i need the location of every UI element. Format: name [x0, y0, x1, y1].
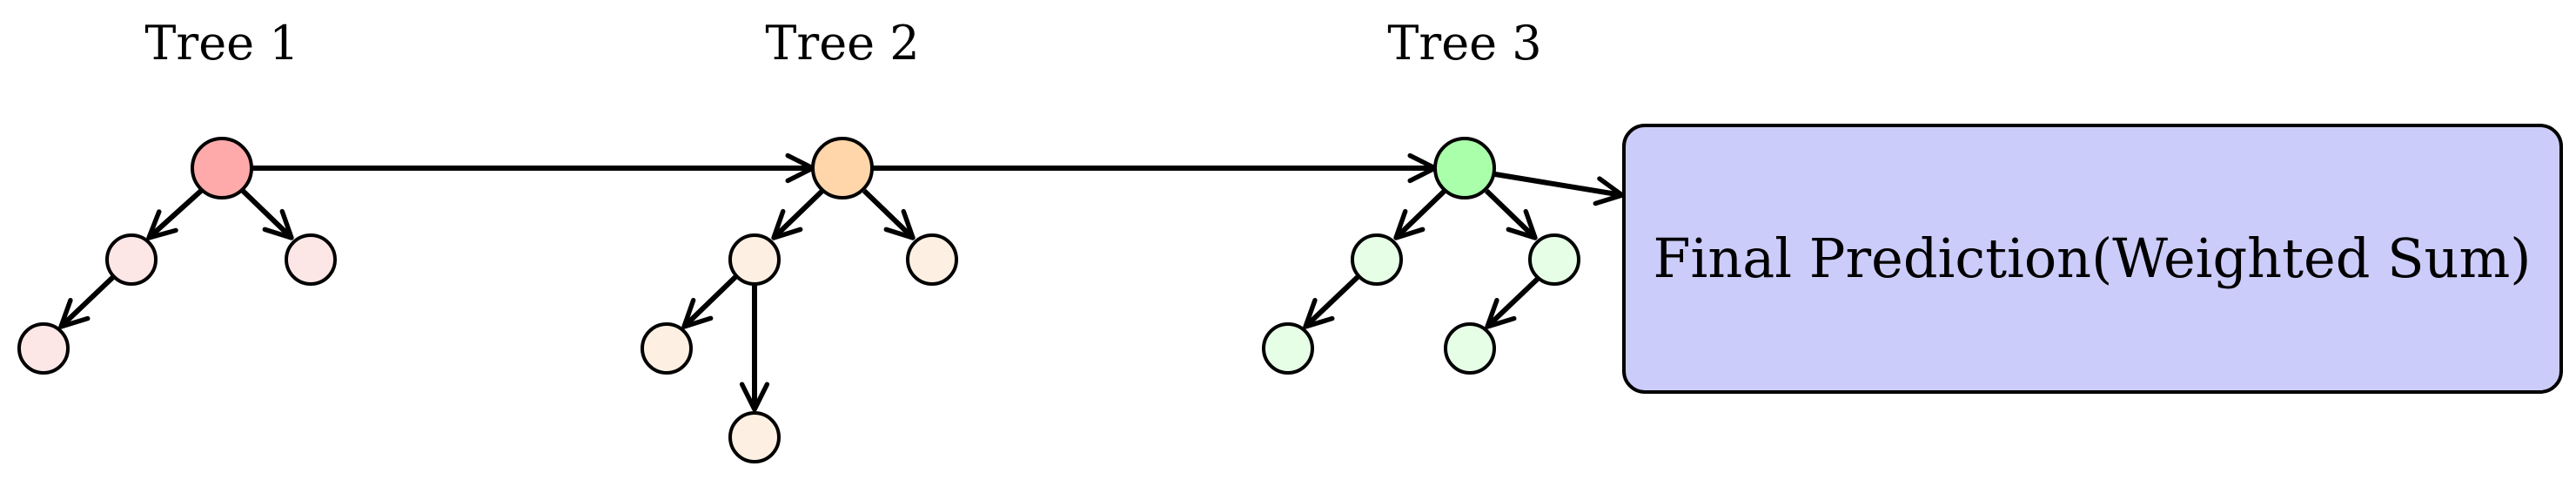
- tree-3-edge: [1393, 188, 1447, 240]
- tree-3-title: Tree 3: [1387, 16, 1541, 71]
- tree-3-node: [1351, 233, 1403, 286]
- tree-1-edge: [146, 188, 204, 240]
- tree-2-node: [728, 411, 781, 463]
- tree-2-root-node: [811, 137, 874, 199]
- final-prediction-box: [1622, 124, 2563, 394]
- tree-1-edge: [58, 274, 116, 329]
- tree-3-node: [1262, 322, 1314, 375]
- tree-2-node: [641, 322, 693, 375]
- tree-3-root-node: [1433, 137, 1496, 199]
- tree-3-edge: [1485, 274, 1542, 329]
- tree-3-edge: [1484, 188, 1538, 240]
- tree-3-edge: [1303, 274, 1360, 329]
- tree-1-node: [285, 233, 337, 286]
- tree-2-node: [728, 233, 781, 286]
- arrow-tree3-to-final: [1494, 172, 1625, 206]
- tree-2-edge: [681, 274, 738, 329]
- tree-2-edge: [771, 188, 825, 240]
- tree-2-title: Tree 2: [765, 16, 919, 71]
- final-prediction-label: Final Prediction(Weighted Sum): [1654, 226, 2532, 290]
- tree-1-edge: [240, 188, 294, 240]
- tree-3-node: [1528, 233, 1580, 286]
- tree-1-node: [105, 233, 158, 286]
- tree-2-node: [906, 233, 958, 286]
- tree-1-title: Tree 1: [144, 16, 299, 71]
- tree-1-node: [17, 322, 70, 375]
- tree-2-edge: [862, 188, 916, 240]
- tree-1-root-node: [191, 137, 253, 199]
- tree-3-node: [1444, 322, 1496, 375]
